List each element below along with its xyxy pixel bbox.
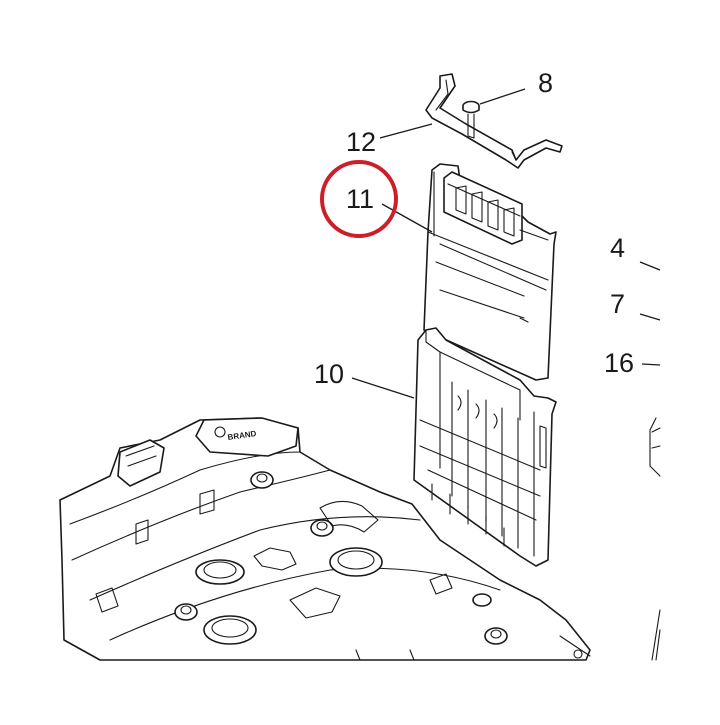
leader-12 [379,123,433,139]
plug-well [329,547,383,577]
callout-10[interactable]: 10 [314,359,344,389]
callout-12[interactable]: 12 [346,127,376,157]
callout-8[interactable]: 8 [538,68,553,98]
brand-stamp: BRAND [214,426,257,442]
leader-8 [479,88,526,105]
nut-boss [484,627,508,645]
screw-part-8[interactable] [462,100,480,139]
leader-11 [381,203,433,233]
holder-tray-part-10[interactable] [413,327,557,567]
leader-lines [351,88,661,399]
callout-7[interactable]: 7 [610,289,625,319]
leader-10 [351,377,415,399]
nut-boss [472,593,492,607]
ecu-module-part-11[interactable] [423,163,557,381]
nut-boss [174,603,198,621]
leader-7 [639,313,661,321]
svg-text:BRAND: BRAND [227,429,257,442]
callout-16[interactable]: 16 [604,348,634,378]
nut-boss [310,519,334,537]
plug-well [203,615,257,645]
highlight-circle [320,160,398,238]
leader-16 [641,363,661,366]
bracket-part-12[interactable] [425,73,563,169]
leader-4 [639,261,661,271]
callout-11[interactable]: 11 [346,184,374,214]
right-side-component [649,417,661,661]
nut-boss [250,471,274,489]
plug-well [195,559,245,585]
callout-4[interactable]: 4 [610,233,625,263]
